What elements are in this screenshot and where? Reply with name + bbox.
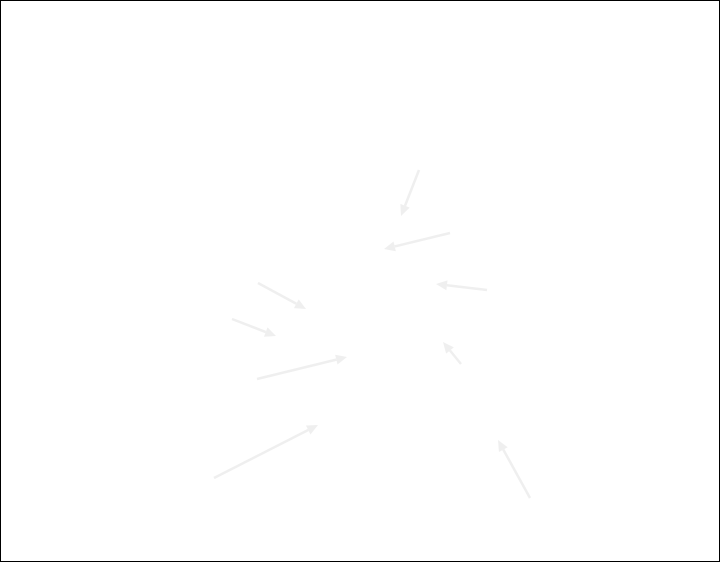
arrow-shaft (213, 428, 309, 480)
arrow-shaft (403, 169, 421, 207)
arrow-head (305, 425, 318, 435)
arrow-head (400, 203, 410, 216)
arrow-4 (257, 281, 306, 309)
arrow-9 (498, 440, 532, 499)
arrow-shaft (394, 231, 451, 248)
arrow-1 (400, 169, 421, 216)
arrow-head (263, 327, 276, 337)
arrow-shaft (257, 281, 297, 305)
arrow-head (436, 280, 448, 291)
arrow-shaft (256, 358, 337, 381)
arrow-8 (213, 425, 318, 480)
arrow-head (443, 342, 454, 354)
arrow-head (293, 299, 306, 309)
arrow-shaft (446, 284, 488, 292)
arrow-shaft (502, 449, 532, 499)
arrow-shaft (231, 317, 267, 334)
arrow-7 (443, 342, 462, 365)
arrow-head (384, 241, 396, 252)
arrow-shaft (448, 349, 462, 365)
arrow-3 (436, 280, 488, 292)
arrow-2 (384, 231, 451, 252)
arrow-head (335, 354, 347, 365)
arrow-5 (231, 317, 276, 337)
arrow-6 (256, 354, 347, 381)
arrow-head (498, 440, 508, 453)
